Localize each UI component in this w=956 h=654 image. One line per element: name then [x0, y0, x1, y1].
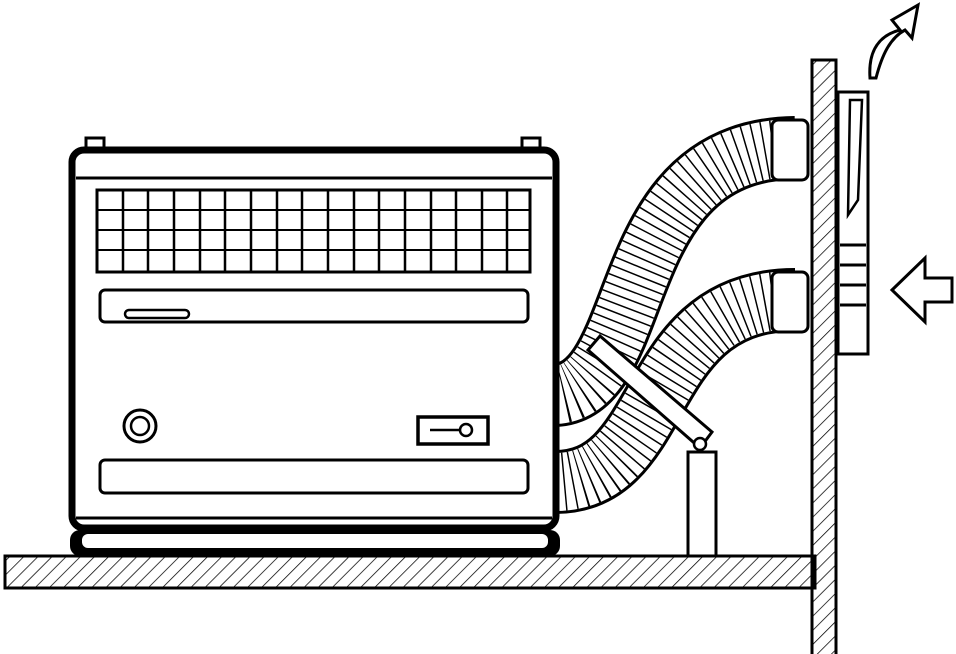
floor — [3, 554, 817, 590]
upper-panel — [98, 288, 530, 324]
wall — [810, 58, 838, 654]
heater-unit — [68, 136, 560, 556]
lower-panel — [98, 458, 530, 495]
control-knob[interactable] — [122, 408, 158, 444]
air-grille — [95, 188, 532, 274]
flue-duct-upper — [549, 116, 810, 427]
wall-terminal — [836, 90, 870, 356]
intake-arrow-icon — [889, 254, 954, 326]
ignition-switch[interactable] — [416, 415, 490, 446]
duct-support — [585, 333, 718, 558]
indicator-slot — [123, 308, 191, 320]
exhaust-arrow-icon — [868, 2, 921, 80]
